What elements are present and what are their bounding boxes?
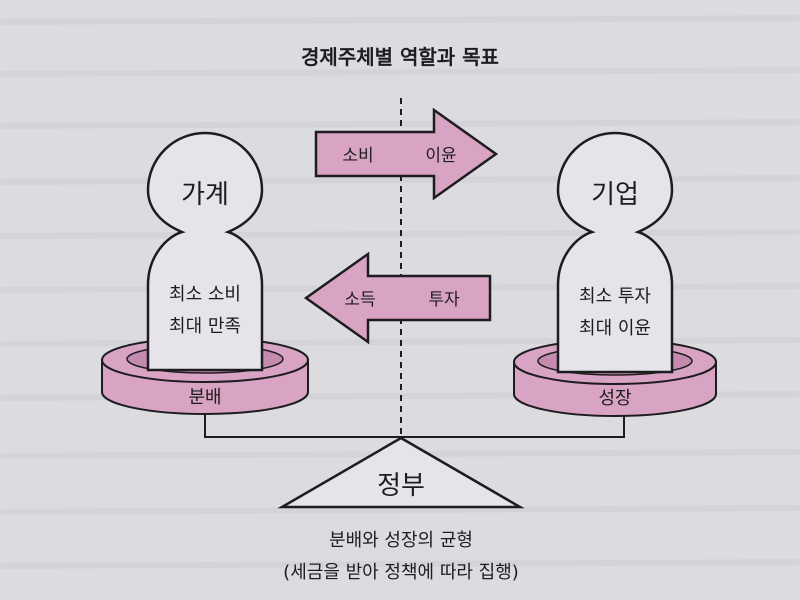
bottom-arrow-right-label: 투자 (428, 290, 460, 310)
household-name: 가계 (181, 180, 229, 210)
household-goal-line1: 최소 소비 (169, 284, 241, 305)
bottom-arrow-left-label: 소득 (344, 290, 375, 310)
balance-beam (204, 414, 625, 438)
diagram-title: 경제주체별 역할과 목표 (301, 45, 499, 69)
government-caption-line1: 분배와 성장의 균형 (329, 530, 473, 551)
firm-figure (556, 131, 674, 374)
bottom-arrow-left (303, 251, 492, 345)
top-arrow-right-label: 이윤 (425, 146, 456, 166)
firm-goal-line1: 최소 투자 (579, 286, 651, 307)
top-arrow-right (314, 107, 499, 201)
government-caption-line2: (세금을 받아 정책에 따라 집행) (283, 562, 519, 583)
household-base-label: 분배 (188, 387, 221, 408)
government-name: 정부 (377, 471, 425, 501)
firm-name: 기업 (591, 180, 639, 210)
firm-goal-line2: 최대 이윤 (579, 318, 651, 339)
household-goal-line2: 최대 만족 (169, 316, 241, 337)
household-figure (146, 131, 264, 372)
firm-base-label: 성장 (598, 388, 631, 409)
top-arrow-left-label: 소비 (342, 146, 373, 166)
government-fulcrum (277, 436, 525, 509)
